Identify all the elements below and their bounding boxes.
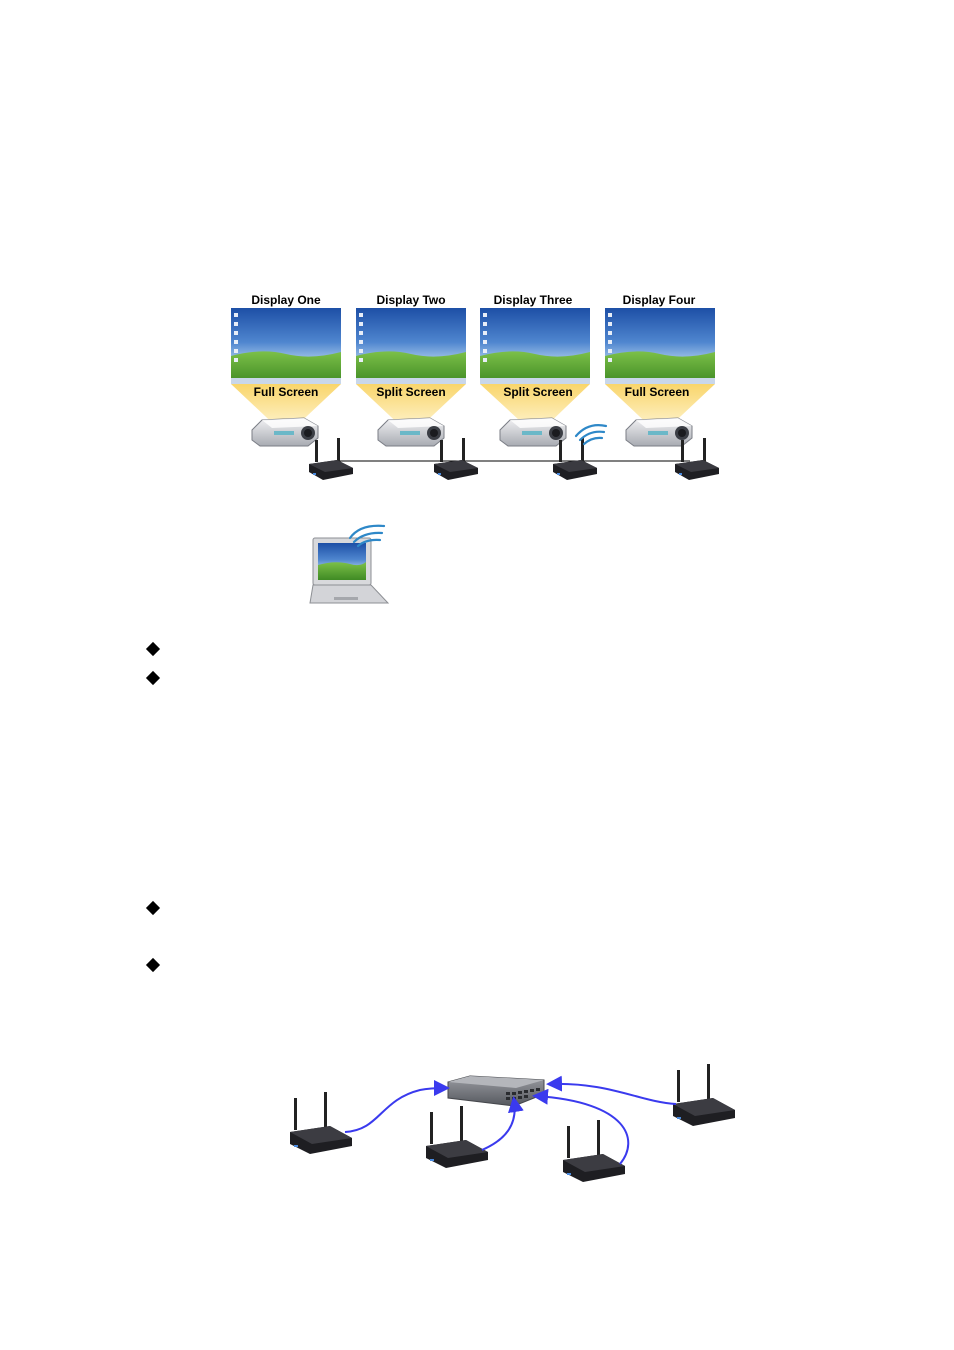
display-two-title: Display Two [376, 293, 446, 307]
projector-icon [377, 417, 445, 447]
network-link [546, 1075, 677, 1105]
router-icon [290, 1092, 352, 1154]
display-four-mode: Full Screen [624, 385, 690, 399]
network-link [532, 1088, 630, 1165]
display-three-title: Display Three [493, 293, 573, 307]
display-two-screen [356, 308, 466, 384]
router-icon [675, 438, 719, 480]
display-four-screen [605, 308, 715, 384]
display-four-title: Display Four [622, 293, 696, 307]
network-link [344, 1080, 450, 1133]
top-diagram-graphics [231, 308, 719, 604]
network-link [481, 1096, 524, 1151]
projection-beam [231, 384, 341, 432]
router-icon [553, 438, 597, 480]
display-one-title: Display One [251, 293, 321, 307]
laptop-icon [309, 537, 390, 604]
router-icon [673, 1064, 735, 1126]
projector-icon [251, 417, 319, 447]
display-two-mode: Split Screen [376, 385, 446, 399]
router-icon [426, 1106, 488, 1168]
router-icon [309, 438, 353, 480]
projection-beam [480, 384, 590, 432]
projector-icon [499, 417, 567, 447]
router-icon [434, 438, 478, 480]
wireless-signal-icon [574, 424, 608, 446]
display-three-mode: Split Screen [503, 385, 573, 399]
network-switch-icon [447, 1075, 545, 1107]
switch-network-diagram [290, 1064, 735, 1182]
diamond-bullet-icon [145, 957, 161, 973]
projection-beam [356, 384, 466, 432]
display-three-screen [480, 308, 590, 384]
display-one-screen [231, 308, 341, 384]
wireless-signal-icon [348, 524, 386, 548]
diamond-bullet-icon [145, 670, 161, 686]
diamond-bullet-icon [145, 641, 161, 657]
router-icon [563, 1120, 625, 1182]
projection-beam [605, 384, 715, 432]
diamond-bullet-icon [145, 900, 161, 916]
display-one-mode: Full Screen [253, 385, 319, 399]
